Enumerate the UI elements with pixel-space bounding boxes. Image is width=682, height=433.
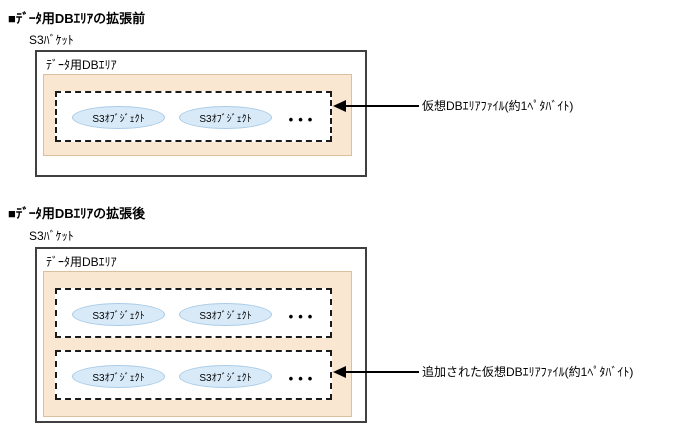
section-title-before: ■ﾃﾞｰﾀ用DBｴﾘｱの拡張前 (8, 11, 146, 26)
annotation-label-added-virtual-file: 追加された仮想DBｴﾘｱﾌｧｲﾙ(約1ﾍﾟﾀﾊﾞｲﾄ) (422, 365, 634, 379)
s3-object-ellipse: S3ｵﾌﾞｼﾞｪｸﾄ (72, 106, 165, 129)
s3-object-ellipse: S3ｵﾌﾞｼﾞｪｸﾄ (179, 365, 272, 388)
ellipsis-dots: ••• (288, 309, 318, 324)
db-area-label: ﾃﾞｰﾀ用DBｴﾘｱ (46, 255, 117, 269)
section-title-after: ■ﾃﾞｰﾀ用DBｴﾘｱの拡張後 (8, 206, 146, 221)
s3-object-ellipse: S3ｵﾌﾞｼﾞｪｸﾄ (72, 303, 165, 326)
s3-object-ellipse: S3ｵﾌﾞｼﾞｪｸﾄ (179, 106, 272, 129)
annotation-arrow (344, 371, 419, 373)
arrow-head-icon (333, 100, 346, 112)
ellipsis-dots: ••• (288, 112, 318, 127)
annotation-label-virtual-file: 仮想DBｴﾘｱﾌｧｲﾙ(約1ﾍﾟﾀﾊﾞｲﾄ) (422, 99, 574, 113)
db-area-label: ﾃﾞｰﾀ用DBｴﾘｱ (46, 58, 117, 72)
s3-bucket-label: S3ﾊﾞｹｯﾄ (29, 229, 74, 243)
s3-object-ellipse: S3ｵﾌﾞｼﾞｪｸﾄ (179, 303, 272, 326)
arrow-head-icon (333, 366, 346, 378)
s3-bucket-label: S3ﾊﾞｹｯﾄ (29, 33, 74, 47)
ellipsis-dots: ••• (288, 371, 318, 386)
annotation-arrow (344, 105, 419, 107)
s3-object-ellipse: S3ｵﾌﾞｼﾞｪｸﾄ (72, 365, 165, 388)
